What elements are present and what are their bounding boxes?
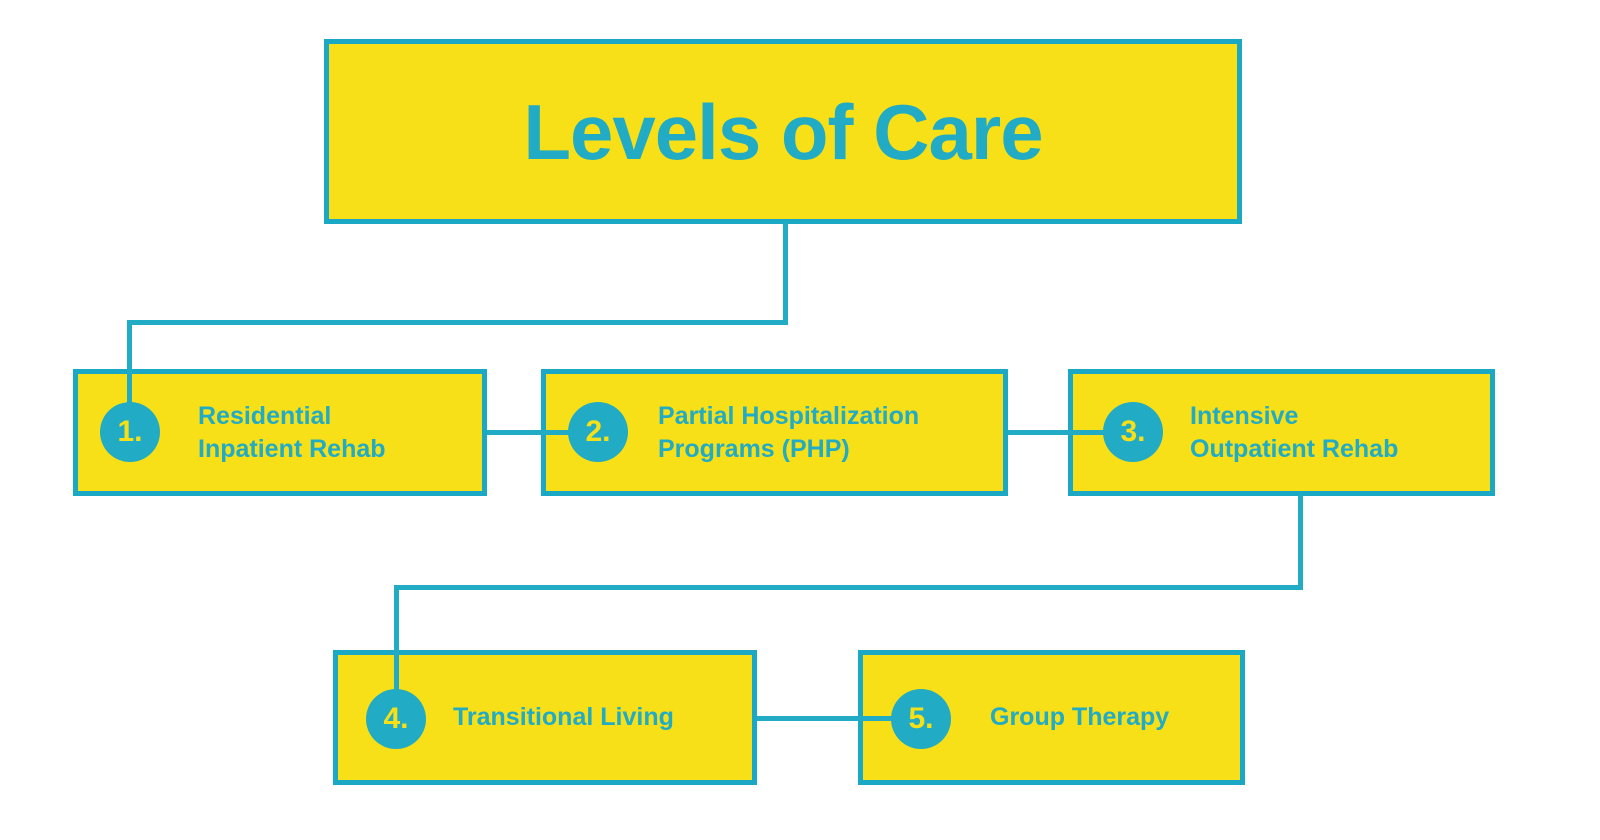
connector-step-1-to-step-2: [487, 430, 571, 435]
step-number-badge-3: 3.: [1103, 402, 1163, 462]
step-label-1: Residential Inpatient Rehab: [198, 401, 386, 463]
step-box-4[interactable]: Transitional Living: [333, 650, 757, 785]
connector-title-vertical: [783, 222, 788, 325]
connector-step-2-to-step-3: [1008, 430, 1106, 435]
step-number-badge-4: 4.: [366, 689, 426, 749]
diagram-title-box: Levels of Care: [324, 39, 1242, 224]
step-label-4: Transitional Living: [453, 703, 674, 731]
step-number-badge-2: 2.: [568, 402, 628, 462]
step-label-2: Partial Hospitalization Programs (PHP): [658, 401, 920, 463]
connector-title-horizontal: [127, 320, 788, 325]
connector-step-3-vertical: [1298, 495, 1303, 587]
step-label-3: Intensive Outpatient Rehab: [1190, 401, 1399, 463]
step-number-badge-1: 1.: [100, 402, 160, 462]
diagram-title-text: Levels of Care: [523, 87, 1043, 176]
step-number-badge-5: 5.: [891, 689, 951, 749]
connector-step-4-to-step-5: [757, 716, 894, 721]
step-label-5: Group Therapy: [990, 703, 1170, 731]
connector-drop-to-step-4: [394, 585, 399, 717]
connector-title-drop-to-step-1: [127, 320, 132, 432]
connector-step-3-horizontal: [394, 585, 1303, 590]
